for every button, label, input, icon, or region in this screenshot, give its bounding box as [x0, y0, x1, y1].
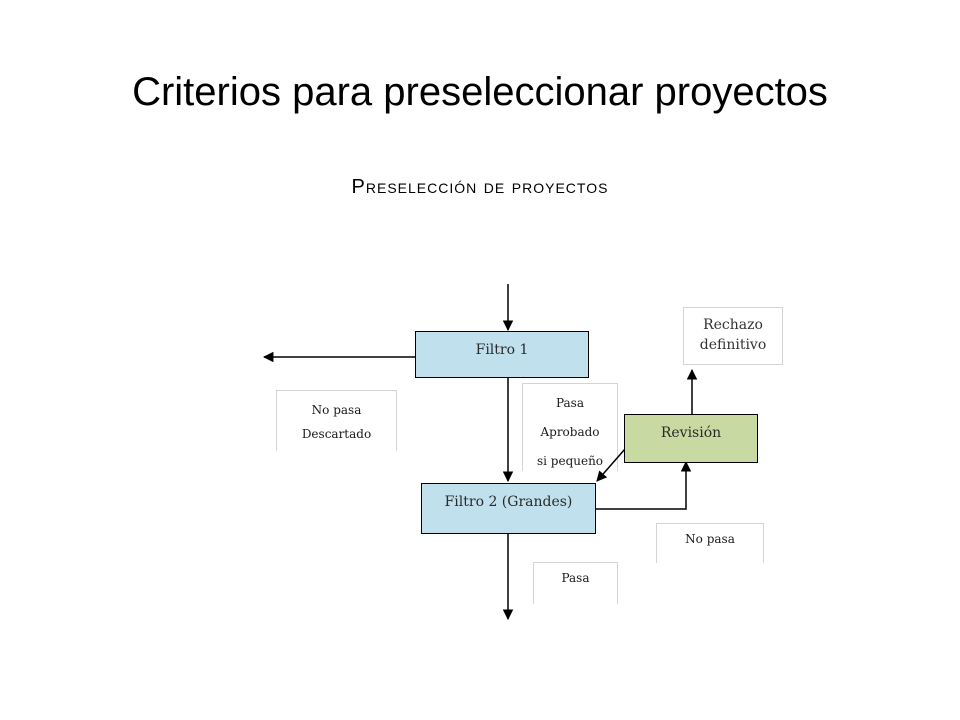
- no-pasa-revision-note: No pasa: [656, 523, 764, 563]
- si-pequeno-label: si pequeño: [536, 454, 604, 468]
- descartado-label: Descartado: [301, 427, 372, 441]
- filtro2-node: Filtro 2 (Grandes): [421, 483, 596, 534]
- arrow-filtro2-to-revision: [595, 460, 692, 510]
- filtro1-node: Filtro 1: [415, 331, 589, 378]
- no-pasa-descartado-note: No pasa Descartado: [276, 390, 397, 451]
- pasa-label: Pasa: [555, 396, 584, 410]
- diagram-subtitle: Preselección de proyectos: [351, 176, 609, 198]
- pasa-2-label: Pasa: [561, 571, 590, 585]
- filtro2-label: Filtro 2 (Grandes): [444, 494, 573, 510]
- filtro1-label: Filtro 1: [475, 342, 529, 358]
- revision-node: Revisión: [624, 414, 758, 463]
- aprobado-label: Aprobado: [540, 425, 600, 439]
- slide-title: Criterios para preseleccionar proyectos: [132, 70, 828, 114]
- rechazo-line-1: Rechazo: [703, 317, 763, 333]
- rechazo-definitivo-node: Rechazo definitivo: [683, 307, 783, 365]
- rechazo-line-2: definitivo: [699, 337, 767, 353]
- pasa-aprobado-note: Pasa Aprobado si pequeño: [522, 383, 618, 471]
- no-pasa-2-label: No pasa: [685, 532, 735, 546]
- no-pasa-label: No pasa: [311, 403, 362, 417]
- revision-label: Revisión: [660, 425, 722, 441]
- pasa-final-note: Pasa: [533, 562, 618, 604]
- arrow-revision-to-filtro2: [596, 448, 626, 482]
